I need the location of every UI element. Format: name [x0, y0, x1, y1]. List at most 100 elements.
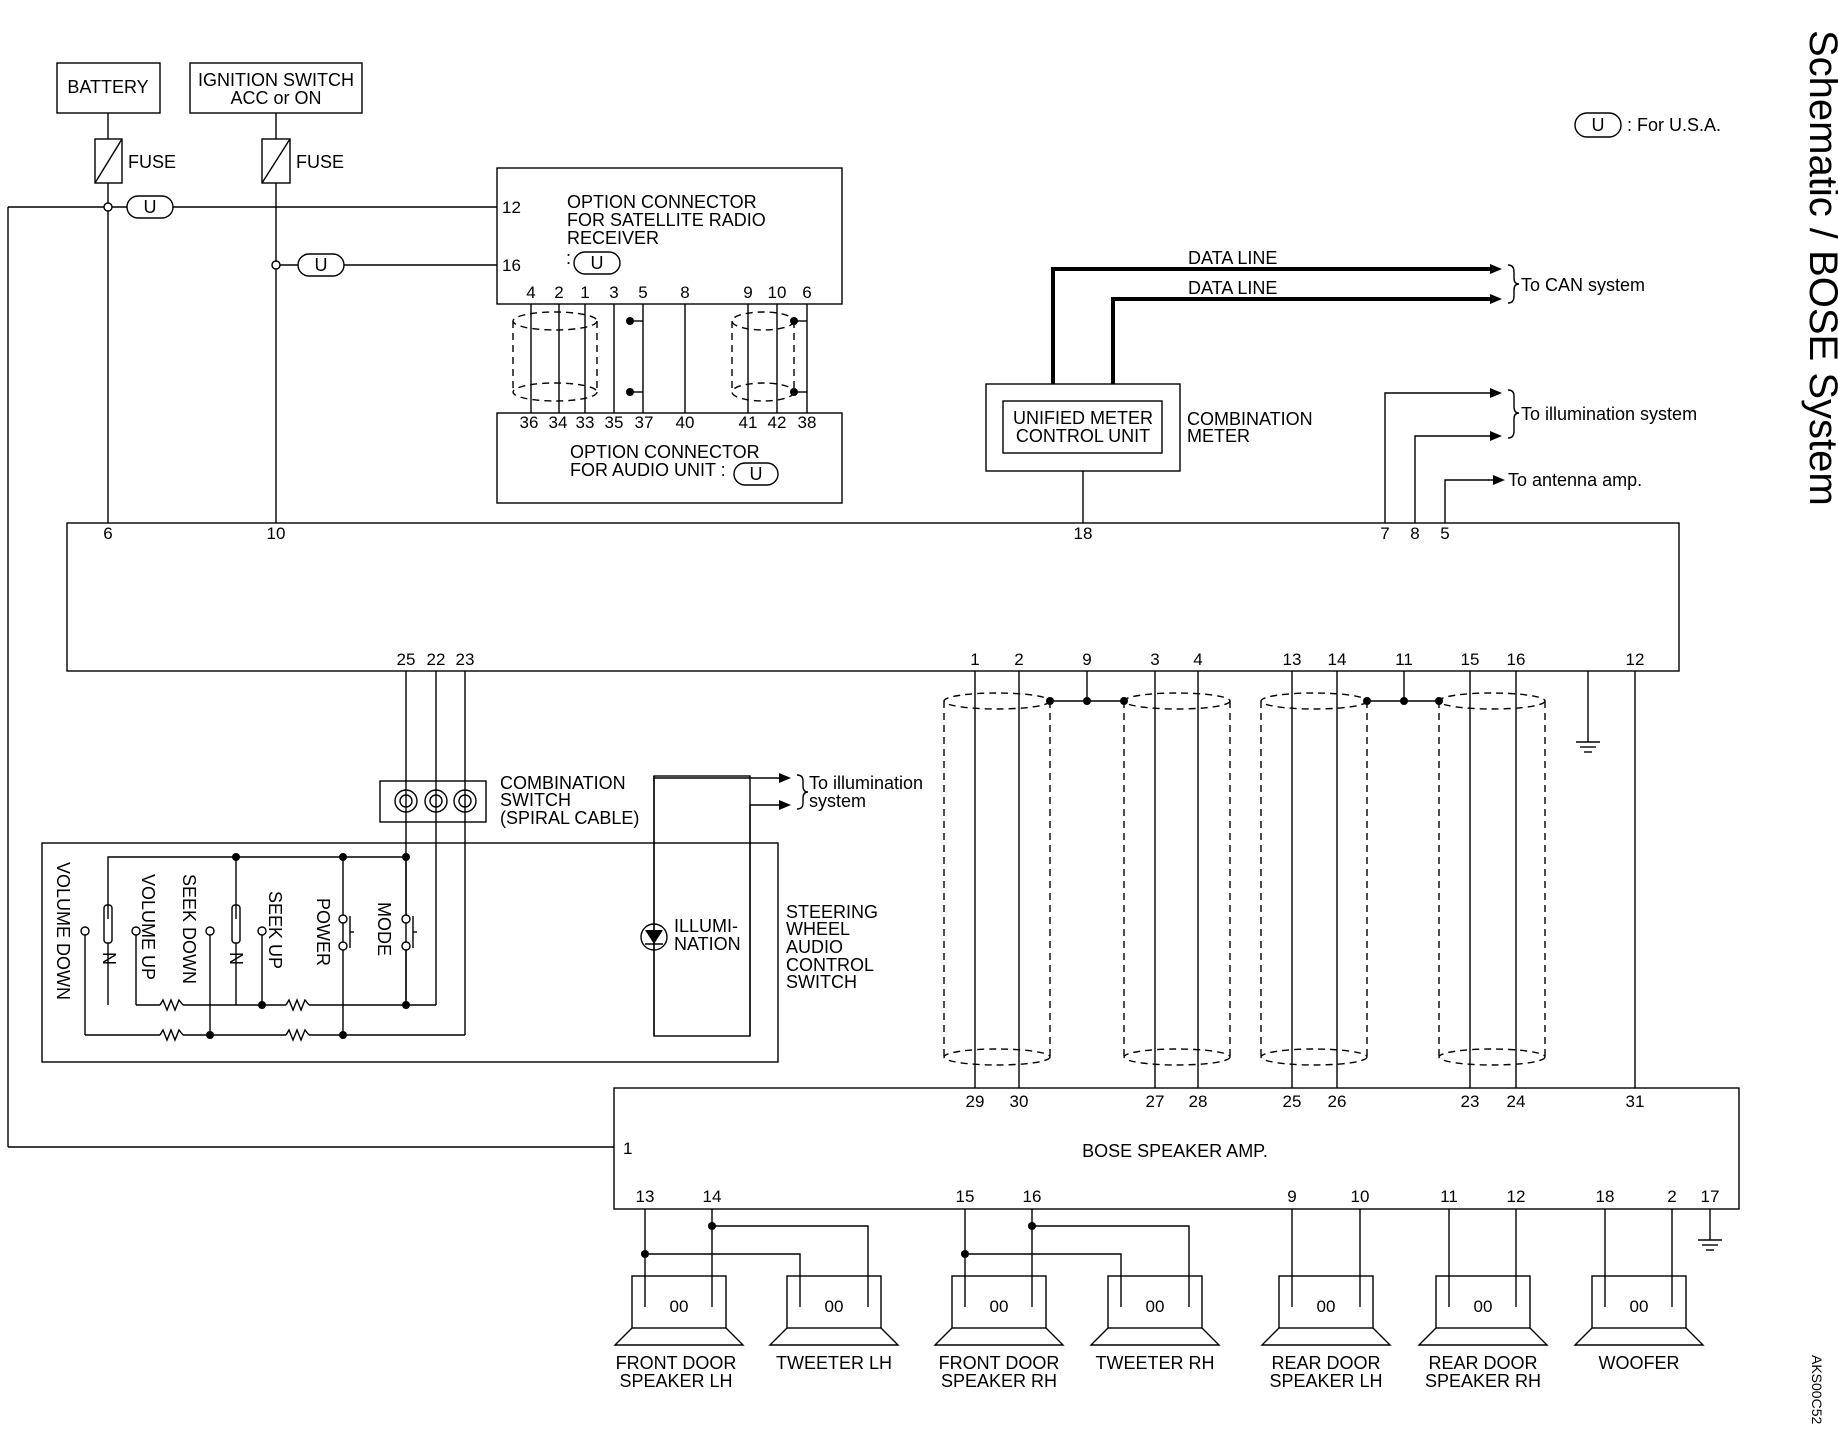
speaker-label-1: WOOFER	[1599, 1353, 1680, 1373]
data-lines: DATA LINE DATA LINE To CAN system	[1051, 248, 1645, 384]
sat-pin: 4	[526, 283, 535, 302]
satellite-radio-connector: OPTION CONNECTOR FOR SATELLITE RADIO REC…	[496, 167, 843, 305]
audio-pin: 4	[1193, 650, 1202, 669]
illumination-antenna-lines: To illumination system To antenna amp.	[1384, 388, 1697, 523]
switch-wiring	[405, 671, 466, 1035]
amp-pin: 24	[1507, 1092, 1526, 1111]
steering-label-5: SWITCH	[786, 972, 857, 992]
steering-label-3: AUDIO	[786, 937, 843, 957]
sat-pin: 1	[580, 283, 589, 302]
speaker-label-2: SPEAKER LH	[1269, 1371, 1382, 1391]
usa-badge: U	[126, 195, 174, 219]
amp-pin: 14	[703, 1187, 722, 1206]
ground-symbol	[1698, 1209, 1722, 1251]
audio-conn-pin: 37	[635, 413, 654, 432]
amp-pin: 12	[1507, 1187, 1526, 1206]
amp-pin: 31	[1626, 1092, 1645, 1111]
audio-conn-pin: 38	[798, 413, 817, 432]
audio-pin: 9	[1082, 650, 1091, 669]
speaker-label-1: TWEETER LH	[776, 1353, 892, 1373]
speaker-coil: 00	[1630, 1297, 1649, 1316]
speaker-coil: 00	[990, 1297, 1009, 1316]
switch-neutral-label: N	[226, 952, 246, 965]
diagram-title: Schematic / BOSE System	[1801, 30, 1838, 506]
audio-connector-line1: OPTION CONNECTOR	[570, 442, 760, 462]
audio-pin: 15	[1461, 650, 1480, 669]
audio-pin: 14	[1328, 650, 1347, 669]
audio-conn-pin: 41	[739, 413, 758, 432]
amp-pin: 27	[1146, 1092, 1165, 1111]
sat-pin: 8	[680, 283, 689, 302]
audio-unit: 6 10 18 7 8 5 25 22 23 1 2 9 3 4 13 14 1…	[66, 522, 1680, 672]
speaker-label-1: FRONT DOOR	[939, 1353, 1060, 1373]
speaker-wiring	[641, 1209, 1673, 1307]
legend-badge: U	[1592, 115, 1605, 135]
switch-mode: MODE	[374, 902, 394, 956]
amp-pin: 11	[1440, 1187, 1458, 1206]
usa-badge-text: U	[315, 255, 328, 275]
ground-symbol	[1576, 671, 1600, 753]
to-illumination-line1: To illumination	[809, 773, 923, 793]
usa-badge-text: U	[591, 253, 604, 273]
sat-pin-16: 16	[502, 256, 521, 275]
speaker-coil: 00	[1317, 1297, 1336, 1316]
audio-pin: 23	[456, 650, 475, 669]
speaker-front-door-rh: 00 FRONT DOOR SPEAKER RH	[933, 1275, 1065, 1391]
speaker-coil: 00	[1474, 1297, 1493, 1316]
amp-pin: 15	[956, 1187, 975, 1206]
meter-unit-line2: CONTROL UNIT	[1016, 426, 1150, 446]
amp-pin: 26	[1328, 1092, 1347, 1111]
illumination-label-1: ILLUMI-	[674, 916, 738, 936]
speaker-label-1: FRONT DOOR	[616, 1353, 737, 1373]
diagram-code: AKS00C52	[1809, 1355, 1825, 1424]
usa-badge: U	[297, 253, 345, 277]
fuse-battery: FUSE	[94, 113, 176, 184]
ignition-switch: IGNITION SWITCH ACC or ON	[189, 62, 363, 114]
amp-pin: 28	[1189, 1092, 1208, 1111]
sat-pin: 10	[768, 283, 787, 302]
amp-pin: 13	[636, 1187, 655, 1206]
sat-connector-usa-prefix: :	[566, 248, 571, 268]
speaker-cables	[943, 671, 1636, 1088]
battery: BATTERY	[56, 62, 161, 114]
sat-pin-12: 12	[502, 198, 521, 217]
audio-pin: 16	[1507, 650, 1526, 669]
steering-label-4: CONTROL	[786, 955, 874, 975]
amp-pin: 30	[1010, 1092, 1029, 1111]
amp-pin: 18	[1596, 1187, 1615, 1206]
amp-pin: 16	[1023, 1187, 1042, 1206]
audio-conn-pin: 33	[576, 413, 595, 432]
power-wiring	[7, 183, 614, 1148]
fuse-label: FUSE	[296, 152, 344, 172]
audio-conn-pin: 42	[768, 413, 787, 432]
sat-pin: 5	[638, 283, 647, 302]
illumination-label-2: NATION	[674, 934, 741, 954]
amp-pin-1: 1	[623, 1139, 632, 1158]
steering-label-1: STEERING	[786, 902, 878, 922]
amp-label: BOSE SPEAKER AMP.	[1082, 1141, 1268, 1161]
speaker-coil: 00	[1146, 1297, 1165, 1316]
sat-connector-line1: OPTION CONNECTOR	[567, 192, 757, 212]
shielded-cable-right	[731, 304, 808, 413]
speaker-tweeter-rh: 00 TWEETER RH	[1089, 1275, 1221, 1373]
sat-pin: 2	[554, 283, 563, 302]
shielded-cable-left	[512, 304, 686, 413]
legend: U : For U.S.A.	[1574, 112, 1721, 138]
to-can-system: To CAN system	[1521, 275, 1645, 295]
switch-power: POWER	[313, 898, 333, 966]
switch-seek-down: SEEK DOWN	[179, 874, 199, 984]
speaker-label-1: REAR DOOR	[1271, 1353, 1380, 1373]
amp-pin: 2	[1667, 1187, 1676, 1206]
data-line-label-1: DATA LINE	[1188, 248, 1277, 268]
data-line-label-2: DATA LINE	[1188, 278, 1277, 298]
combination-meter: UNIFIED METER CONTROL UNIT COMBINATION M…	[985, 383, 1313, 523]
audio-pin: 5	[1440, 524, 1449, 543]
audio-pin: 7	[1380, 524, 1389, 543]
speaker-label-2: SPEAKER LH	[619, 1371, 732, 1391]
switch-seek-up: SEEK UP	[265, 891, 285, 969]
audio-connector-line2: FOR AUDIO UNIT :	[570, 460, 726, 480]
audio-conn-pin: 34	[549, 413, 568, 432]
speaker-woofer: 00 WOOFER	[1573, 1275, 1705, 1373]
speaker-front-door-lh: 00 FRONT DOOR SPEAKER LH	[613, 1275, 745, 1391]
